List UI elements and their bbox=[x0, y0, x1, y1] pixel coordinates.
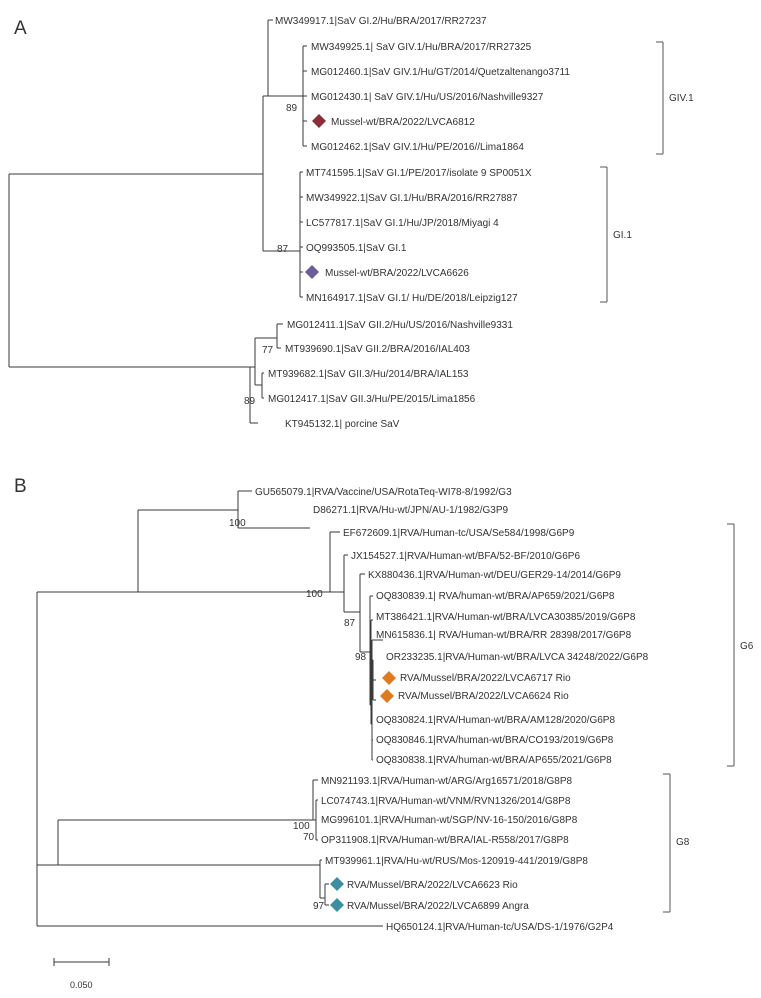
leaf-label: HQ650124.1|RVA/Human-tc/USA/DS-1/1976/G2… bbox=[386, 922, 614, 933]
panel-b-branches bbox=[36, 490, 383, 927]
leaf-label: MG012411.1|SaV GII.2/Hu/US/2016/Nashvill… bbox=[287, 320, 513, 331]
leaf-label: RVA/Mussel/BRA/2022/LVCA6899 Angra bbox=[347, 901, 529, 912]
scale-bar: 0.050 bbox=[53, 958, 110, 990]
leaf-label: MT386421.1|RVA/Human-wt/BRA/LVCA30385/20… bbox=[376, 612, 636, 623]
leaf-label: KX880436.1|RVA/Human-wt/DEU/GER29-14/201… bbox=[368, 570, 621, 581]
leaf-label: EF672609.1|RVA/Human-tc/USA/Se584/1998/G… bbox=[343, 528, 575, 539]
panel-a-letter: A bbox=[14, 18, 27, 39]
leaf-label: MN164917.1|SaV GI.1/ Hu/DE/2018/Leipzig1… bbox=[306, 293, 518, 304]
diamond-icon bbox=[380, 689, 394, 703]
leaf-label: OP311908.1|RVA/Human-wt/BRA/IAL-R558/201… bbox=[321, 835, 569, 846]
panel-a-group-brackets: GIV.1 GI.1 bbox=[600, 41, 694, 303]
group-label-g6: G6 bbox=[740, 641, 754, 652]
leaf-label: MW349925.1| SaV GIV.1/Hu/BRA/2017/RR2732… bbox=[311, 42, 532, 53]
bootstrap-value: 100 bbox=[306, 589, 323, 600]
diamond-icon bbox=[330, 877, 344, 891]
bootstrap-value: 87 bbox=[277, 244, 289, 255]
leaf-label: Mussel-wt/BRA/2022/LVCA6626 bbox=[325, 268, 469, 279]
panel-b-bootstrap-values: 100 100 87 98 100 70 97 bbox=[229, 518, 367, 912]
leaf-label: MG996101.1|RVA/Human-wt/SGP/NV-16-150/20… bbox=[321, 815, 578, 826]
bootstrap-value: 100 bbox=[293, 821, 310, 832]
panel-b-letter: B bbox=[14, 476, 27, 497]
leaf-label: MN921193.1|RVA/Human-wt/ARG/Arg16571/201… bbox=[321, 776, 573, 787]
scale-bar-label: 0.050 bbox=[70, 980, 93, 990]
leaf-label: MT939682.1|SaV GII.3/Hu/2014/BRA/IAL153 bbox=[268, 369, 469, 380]
bootstrap-value: 98 bbox=[355, 652, 367, 663]
panel-a-leaf-labels: MW349917.1|SaV GI.2/Hu/BRA/2017/RR27237 … bbox=[268, 16, 570, 430]
panel-b-leaf-labels: GU565079.1|RVA/Vaccine/USA/RotaTeq-WI78-… bbox=[255, 487, 649, 933]
leaf-label: OQ830846.1|RVA/human-wt/BRA/CO193/2019/G… bbox=[376, 735, 614, 746]
leaf-label: MW349922.1|SaV GI.1/Hu/BRA/2016/RR27887 bbox=[306, 193, 518, 204]
leaf-label: OQ830839.1| RVA/human-wt/BRA/AP659/2021/… bbox=[376, 591, 615, 602]
diamond-icon bbox=[330, 898, 344, 912]
leaf-label: Mussel-wt/BRA/2022/LVCA6812 bbox=[331, 117, 475, 128]
leaf-label: MG012462.1|SaV GIV.1/Hu/PE/2016//Lima186… bbox=[311, 142, 524, 153]
panel-a-mussel-markers bbox=[305, 114, 326, 279]
bootstrap-value: 89 bbox=[286, 103, 298, 114]
diamond-icon bbox=[382, 671, 396, 685]
bootstrap-value: 70 bbox=[303, 832, 315, 843]
bootstrap-value: 97 bbox=[313, 901, 325, 912]
leaf-label: RVA/Mussel/BRA/2022/LVCA6624 Rio bbox=[398, 691, 569, 702]
bootstrap-value: 77 bbox=[262, 345, 274, 356]
panel-a-bootstrap-values: 89 87 77 89 bbox=[244, 103, 298, 407]
leaf-label: JX154527.1|RVA/Human-wt/BFA/52-BF/2010/G… bbox=[351, 551, 580, 562]
leaf-label: D86271.1|RVA/Hu-wt/JPN/AU-1/1982/G3P9 bbox=[313, 505, 509, 516]
diamond-icon bbox=[305, 265, 319, 279]
leaf-label: OQ830838.1|RVA/human-wt/BRA/AP655/2021/G… bbox=[376, 755, 612, 766]
leaf-label: MT741595.1|SaV GI.1/PE/2017/isolate 9 SP… bbox=[306, 168, 532, 179]
leaf-label: OQ993505.1|SaV GI.1 bbox=[306, 243, 407, 254]
leaf-label: MN615836.1| RVA/Human-wt/BRA/RR 28398/20… bbox=[376, 630, 632, 641]
diamond-icon bbox=[312, 114, 326, 128]
leaf-label: OR233235.1|RVA/Human-wt/BRA/LVCA 34248/2… bbox=[386, 652, 649, 663]
leaf-label: GU565079.1|RVA/Vaccine/USA/RotaTeq-WI78-… bbox=[255, 487, 512, 498]
panel-a-branches bbox=[8, 19, 307, 424]
leaf-label: MG012417.1|SaV GII.3/Hu/PE/2015/Lima1856 bbox=[268, 394, 476, 405]
group-label-gi1: GI.1 bbox=[613, 230, 632, 241]
leaf-label: MG012430.1| SaV GIV.1/Hu/US/2016/Nashvil… bbox=[311, 92, 544, 103]
leaf-label: RVA/Mussel/BRA/2022/LVCA6717 Rio bbox=[400, 673, 571, 684]
leaf-label: KT945132.1| porcine SaV bbox=[285, 419, 400, 430]
leaf-label: LC577817.1|SaV GI.1/Hu/JP/2018/Miyagi 4 bbox=[306, 218, 499, 229]
leaf-label: MW349917.1|SaV GI.2/Hu/BRA/2017/RR27237 bbox=[275, 16, 487, 27]
panel-b-group-brackets: G6 G8 bbox=[663, 523, 754, 913]
group-label-giv1: GIV.1 bbox=[669, 93, 694, 104]
group-label-g8: G8 bbox=[676, 837, 690, 848]
panel-b-mussel-markers bbox=[330, 671, 396, 912]
bootstrap-value: 87 bbox=[344, 618, 356, 629]
leaf-label: RVA/Mussel/BRA/2022/LVCA6623 Rio bbox=[347, 880, 518, 891]
bootstrap-value: 89 bbox=[244, 396, 256, 407]
leaf-label: LC074743.1|RVA/Human-wt/VNM/RVN1326/2014… bbox=[321, 796, 571, 807]
bootstrap-value: 100 bbox=[229, 518, 246, 529]
leaf-label: OQ830824.1|RVA/Human-wt/BRA/AM128/2020/G… bbox=[376, 715, 615, 726]
leaf-label: MT939690.1|SaV GII.2/BRA/2016/IAL403 bbox=[285, 344, 470, 355]
leaf-label: MG012460.1|SaV GIV.1/Hu/GT/2014/Quetzalt… bbox=[311, 67, 570, 78]
leaf-label: MT939961.1|RVA/Hu-wt/RUS/Mos-120919-441/… bbox=[325, 856, 588, 867]
